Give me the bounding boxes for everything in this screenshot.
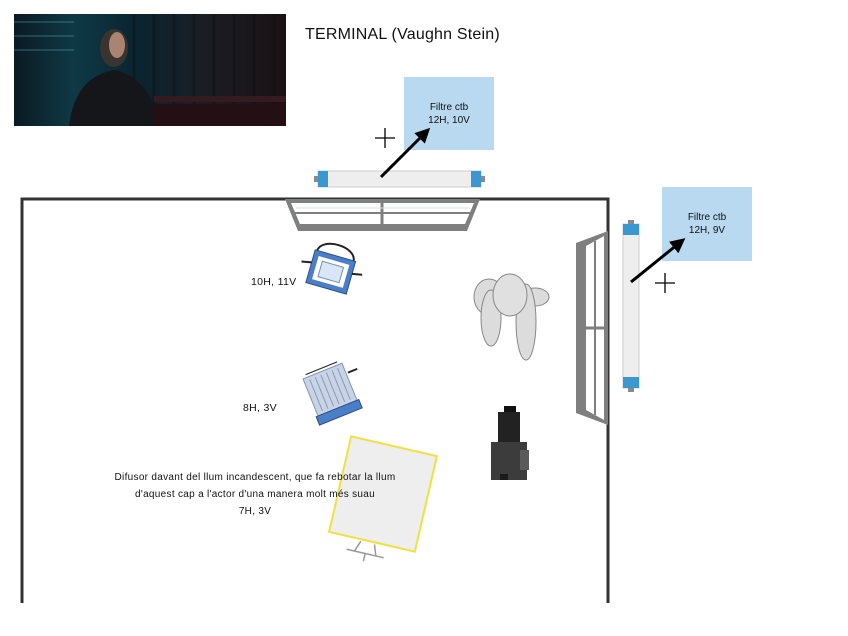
filter-right-name: Filtre ctb	[687, 212, 727, 223]
softbox-label: 8H, 3V	[243, 402, 277, 414]
diffuser-note-line2: d'aquest cap a l'actor d'una manera molt…	[135, 489, 375, 500]
window-icon	[285, 199, 480, 231]
crosshair-icon	[375, 128, 395, 148]
page-title: TERMINAL (Vaughn Stein)	[305, 26, 500, 43]
arrow-icon	[379, 127, 431, 179]
fresnel-light-icon	[301, 242, 363, 295]
led-tube-icon	[314, 170, 485, 188]
filter-top-name: Filtre ctb	[429, 101, 469, 113]
crosshair-icon	[655, 273, 675, 293]
arrow-icon	[630, 238, 686, 284]
softbox-light-icon	[302, 361, 363, 426]
diffuser-note: Difusor davant del llum incandescent, qu…	[90, 469, 420, 520]
window-icon	[576, 231, 608, 425]
led-tube-icon	[622, 220, 640, 392]
actor-icon	[473, 273, 550, 361]
fresnel-label: 10H, 11V	[251, 276, 297, 288]
camera-icon	[491, 406, 529, 480]
diffuser-note-line3: 7H, 3V	[238, 506, 272, 517]
filter-right-values: 12H, 9V	[688, 225, 726, 236]
filter-top-values: 12H, 10V	[428, 114, 470, 126]
diffuser-note-line1: Difusor davant del llum incandescent, qu…	[114, 472, 396, 483]
diffuser-panel-icon	[327, 435, 439, 562]
film-still-image	[14, 14, 286, 126]
